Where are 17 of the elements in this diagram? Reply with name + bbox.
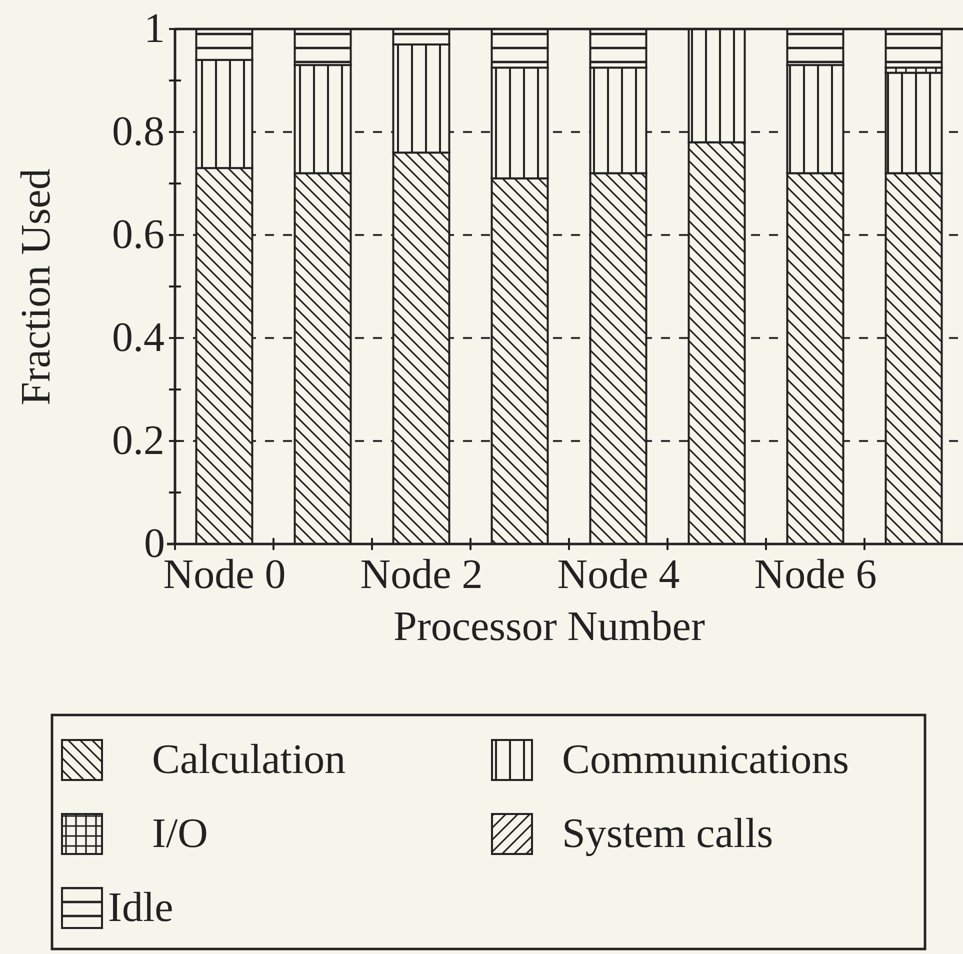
legend-label: Calculation — [152, 739, 346, 781]
axis-tick-label: Node 4 — [557, 554, 680, 596]
axis-title: Processor Number — [394, 606, 705, 648]
axis-tick-label: Node 2 — [360, 554, 483, 596]
legend-label: Communications — [562, 739, 849, 781]
legend-label: System calls — [562, 813, 774, 855]
legend-label: I/O — [152, 813, 208, 855]
axis-tick-label: 0 — [144, 523, 165, 565]
legend-label: Idle — [108, 887, 174, 929]
axis-title: Fraction Used — [14, 168, 57, 405]
axis-tick-label: Node 0 — [163, 554, 286, 596]
axis-tick-label: 0.2 — [112, 420, 164, 462]
axis-tick-label: 0.8 — [112, 111, 164, 153]
axis-tick-label: 0.4 — [112, 317, 164, 359]
axis-tick-label: 1 — [144, 8, 165, 50]
axis-tick-label: 0.6 — [112, 214, 164, 256]
axis-tick-label: Node 6 — [754, 554, 877, 596]
